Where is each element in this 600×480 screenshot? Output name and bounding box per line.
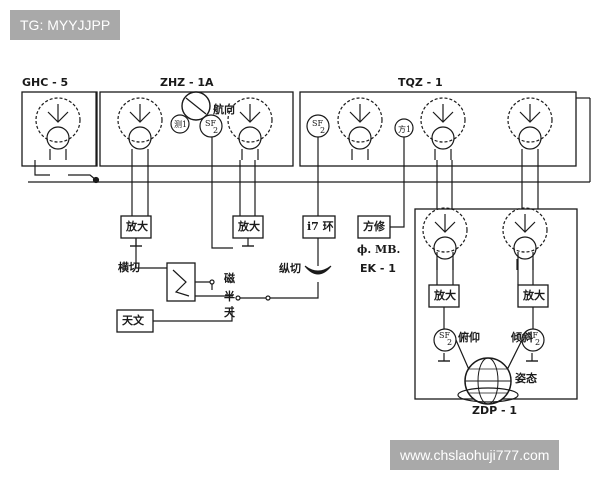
astro-label: 天文: [122, 313, 145, 327]
enclosure-ghc: [21, 91, 98, 167]
small-meter-b: [394, 118, 414, 138]
synchro-stator: [337, 97, 383, 143]
wiring: [28, 92, 591, 373]
synchro-rotor: [238, 126, 262, 150]
fangxiu-label: 方修: [363, 219, 386, 233]
amp-label-4: 放大: [522, 288, 545, 302]
sf-synchro-3: [433, 328, 457, 352]
unit-label-ghc: GHC - 5: [22, 76, 68, 89]
long-cut-symbol: [304, 265, 332, 275]
mag-label: 磁: [224, 271, 235, 285]
sf-sub-4: 2: [535, 338, 540, 347]
switch-contact: [235, 295, 241, 301]
unit-label-zdp: ZDP - 1: [472, 404, 517, 417]
wire-junction: [92, 176, 100, 184]
unit-label-ek: EK - 1: [360, 262, 396, 275]
synchro-4: [337, 97, 383, 160]
synchro-stator: [507, 97, 553, 143]
wire: [455, 339, 471, 373]
sf-sub-3: 2: [447, 338, 452, 347]
switch-arm: [172, 269, 190, 297]
synchro-2: [117, 97, 163, 160]
sf-synchro-1: [199, 114, 223, 138]
small-meter-a: [170, 114, 190, 134]
selector-switch: [166, 262, 196, 302]
sf-sub-1: 2: [213, 126, 218, 135]
wire: [135, 238, 167, 269]
synchro-rotor: [348, 126, 372, 150]
watermark-top: TG: MYYJJPP: [10, 10, 121, 40]
wire: [505, 339, 523, 373]
sky-label: 天: [224, 306, 236, 319]
wire: [390, 137, 405, 228]
synchro-7: [422, 207, 468, 270]
astro-box: [116, 309, 154, 333]
synchro-5: [420, 97, 466, 160]
unit-label-zhz: ZHZ - 1A: [160, 76, 214, 89]
synchro-stator: [227, 97, 273, 143]
sf-label-2: SF: [312, 119, 323, 128]
amp-box-3: [428, 284, 460, 308]
synchro-stator: [35, 97, 81, 143]
sf-label-4: SF: [527, 331, 538, 340]
synchro-stator: [117, 97, 163, 143]
globe-base: [457, 387, 519, 403]
synchro-stator: [422, 207, 468, 253]
components: [21, 91, 578, 405]
ring-label: i7 环: [307, 220, 334, 233]
unit-label-tqz: TQZ - 1: [398, 76, 443, 89]
sf-synchro-4: [521, 328, 545, 352]
phi-mb-label: ϕ. MB.: [357, 243, 400, 256]
synchro-rotor: [513, 236, 537, 260]
tilt-label: 倾斜: [510, 330, 533, 344]
synchro-stator: [420, 97, 466, 143]
synchro-rotor: [46, 126, 70, 150]
switch-contact: [265, 295, 271, 301]
wire: [34, 160, 50, 176]
switch-contact: [209, 279, 215, 285]
amp-label-1: 放大: [125, 219, 148, 233]
synchro-rotor: [518, 126, 542, 150]
synchro-3: [227, 97, 273, 160]
watermark-bottom: www.chslaohuji777.com: [390, 440, 560, 470]
wire: [68, 174, 97, 181]
heading-dial-needle: [185, 97, 207, 115]
amp-box-4: [517, 284, 549, 308]
fangxiu-box: [357, 215, 391, 239]
small-meter-a-label: 测1: [174, 120, 187, 129]
sf-synchro-2: [306, 114, 330, 138]
sf-label-3: SF: [439, 331, 450, 340]
long-cut-label: 纵切: [279, 261, 301, 275]
pitch-label: 俯仰: [458, 330, 480, 344]
wire: [238, 282, 319, 299]
synchro-rotor: [431, 126, 455, 150]
ring-box: [302, 215, 336, 239]
sf-sub-2: 2: [320, 126, 325, 135]
wire: [153, 306, 233, 322]
synchro-rotor: [433, 236, 457, 260]
sf-label-1: SF: [205, 119, 216, 128]
attitude-label: 姿态: [515, 371, 537, 385]
heading-label: 航向: [213, 102, 235, 116]
synchro-1: [35, 97, 81, 160]
synchro-rotor: [128, 126, 152, 150]
attitude-globe: [457, 357, 519, 405]
amp-label-3: 放大: [433, 288, 456, 302]
wire: [211, 137, 233, 249]
half-label: 半: [224, 289, 235, 303]
synchro-6: [507, 97, 553, 160]
enclosure-tqz: [299, 91, 577, 167]
wire: [195, 281, 213, 290]
synchro-stator: [502, 207, 548, 253]
amp-label-2: 放大: [237, 219, 260, 233]
small-meter-b-label: 方1: [398, 124, 411, 134]
cross-cut-label: 横切: [118, 260, 140, 274]
synchro-8: [502, 207, 548, 270]
